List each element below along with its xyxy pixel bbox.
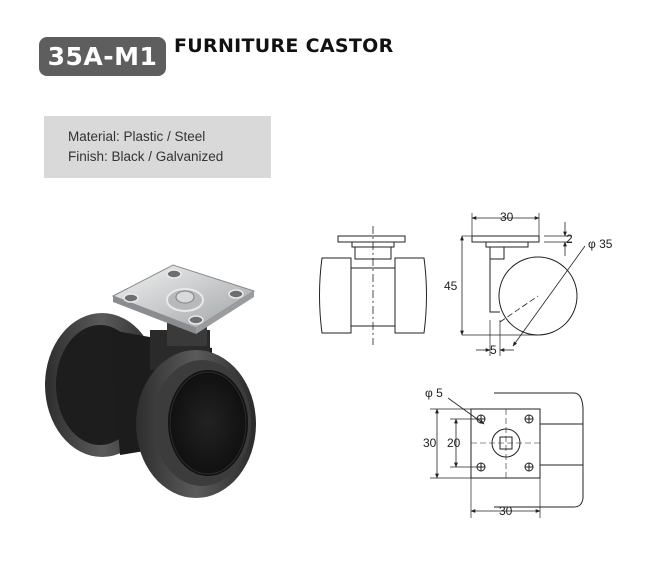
front-view-drawing: [319, 226, 427, 345]
dim-plate-outer-30: 30: [423, 436, 437, 450]
castor-photo: [45, 264, 256, 498]
top-view-drawing: [430, 392, 584, 518]
dim-plate-2: 2: [566, 232, 573, 246]
specs-box: Material: Plastic / Steel Finish: Black …: [44, 116, 271, 178]
product-title: FURNITURE CASTOR: [174, 35, 394, 57]
dim-plate-width-30: 30: [499, 504, 513, 518]
dim-height-45: 45: [444, 279, 458, 293]
material-spec: Material: Plastic / Steel: [68, 129, 206, 144]
model-code-badge: 35A-M1: [39, 37, 166, 76]
side-view-dimensions: [460, 216, 586, 352]
dim-width-30: 30: [500, 210, 514, 224]
side-view-drawing: [462, 213, 578, 356]
dim-hole-diameter: φ 5: [425, 386, 443, 400]
top-view-dimensions: [435, 397, 541, 513]
finish-spec: Finish: Black / Galvanized: [68, 149, 224, 164]
dim-hole-spacing-20: 20: [447, 436, 461, 450]
dim-wheel-diameter: φ 35: [588, 237, 613, 251]
dim-offset-5: 5: [490, 343, 497, 357]
